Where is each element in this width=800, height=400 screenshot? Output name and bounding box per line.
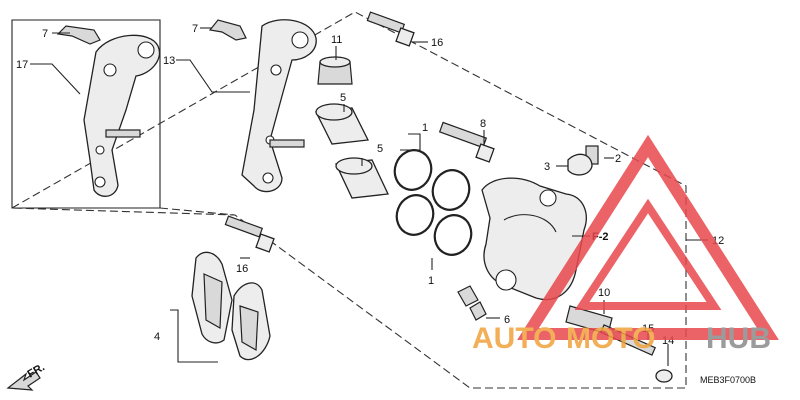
front-arrow-label: FR. (26, 361, 47, 380)
brake-pads (191, 251, 271, 361)
callout-13: 13 (163, 55, 175, 67)
caliper-bracket-left (83, 34, 161, 197)
callout-6: 6 (504, 314, 510, 326)
callout-5-upper: 5 (340, 92, 346, 104)
caliper-bolt-top (366, 11, 415, 47)
diagram-code: MEB3F0700B (700, 375, 756, 385)
leader-lines (30, 27, 708, 366)
bleeder-cap (567, 153, 593, 176)
callout-1-lower: 1 (428, 275, 434, 287)
autotmotohub-watermark: AUTO MOTO HUB (472, 134, 779, 355)
piston-seals (393, 149, 473, 256)
piston-upper (315, 103, 369, 145)
callout-11: 11 (331, 34, 342, 46)
pad-retainer (457, 285, 487, 321)
slide-pin (438, 121, 495, 163)
callout-16-bottom: 16 (236, 263, 248, 275)
pad-spring-clip-right (208, 19, 247, 41)
piston-lower (335, 157, 389, 199)
callout-4: 4 (154, 331, 160, 343)
callout-17: 17 (16, 59, 28, 71)
callout-3: 3 (544, 161, 550, 173)
pin-plug (655, 369, 673, 383)
callout-5-lower: 5 (377, 143, 383, 155)
watermark-hub: HUB (706, 322, 771, 355)
caliper-bracket-right (241, 19, 317, 193)
callout-1-upper: 1 (422, 122, 428, 134)
pin-boot (317, 56, 353, 85)
callout-2: 2 (615, 153, 621, 165)
callout-7-left: 7 (42, 28, 48, 40)
front-direction-arrow-icon (6, 371, 41, 391)
callout-16-top: 16 (431, 37, 443, 49)
caliper-bolt-bottom (224, 215, 275, 253)
callout-10: 10 (598, 287, 610, 299)
pad-spring-clip-left (56, 25, 101, 45)
callout-7-right: 7 (192, 23, 198, 35)
watermark-moto: MOTO (566, 322, 655, 355)
watermark-auto: AUTO (472, 322, 556, 355)
caliper-body (481, 177, 587, 301)
callout-labels: 7 17 7 13 11 16 5 5 1 8 3 2 1 16 4 6 10 … (16, 23, 756, 385)
callout-8: 8 (480, 118, 486, 130)
caliper-group-frame (10, 11, 687, 389)
